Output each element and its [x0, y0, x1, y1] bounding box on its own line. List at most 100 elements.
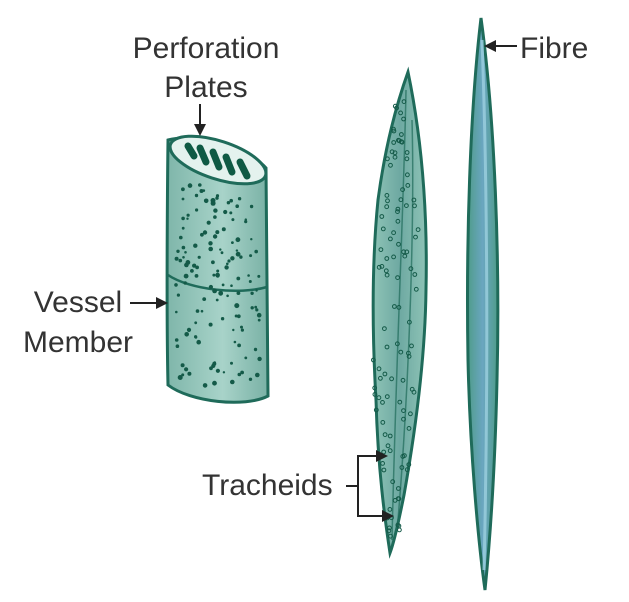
tracheid-pit — [409, 343, 414, 349]
vessel-pit-dot — [211, 260, 215, 265]
vessel-pit-dot — [231, 218, 235, 222]
tracheid-pit — [406, 426, 412, 431]
vessel-pit-dot — [196, 339, 201, 345]
vessel-member-cell — [165, 136, 270, 404]
tracheid-pit — [408, 411, 413, 417]
vessel-pit-dot — [235, 249, 239, 252]
tracheid-pit — [391, 126, 396, 132]
tracheid-pit — [384, 256, 390, 261]
vessel-pit-dot — [195, 309, 200, 313]
tracheid-pit — [387, 433, 393, 439]
tracheid-pit — [387, 525, 392, 531]
tracheid-pit — [380, 400, 385, 405]
vessel-pit-dot — [229, 198, 233, 203]
vessel-pit-dot — [185, 260, 191, 265]
vessel-pit-dot — [208, 284, 213, 290]
perforation-plate — [168, 134, 268, 186]
vessel-pit-dot — [199, 189, 204, 193]
tracheid-pit — [402, 453, 407, 459]
tracheid-pit — [407, 319, 412, 325]
vessel-pit-dot — [257, 274, 261, 278]
vessel-pit-dot — [216, 269, 220, 273]
vessel-pit-dot — [200, 309, 204, 313]
vessel-pit-dot — [194, 193, 199, 198]
vessel-pit-dot — [240, 370, 245, 375]
vessel-pit-dot — [234, 314, 238, 318]
vessel-pit-dot — [232, 328, 235, 332]
vessel-pit-dot — [187, 371, 192, 376]
vessel-pit-dot — [237, 343, 242, 348]
vessel-pit-dot — [235, 251, 241, 257]
tracheid-pit — [376, 366, 382, 372]
tracheid-pit — [391, 140, 397, 145]
label-fibre: Fibre — [520, 32, 588, 65]
tracheid-pit — [387, 507, 393, 512]
vessel-pit-dot — [229, 211, 233, 215]
tracheid-pit — [383, 268, 389, 274]
tracheid-pit — [396, 305, 402, 310]
vessel-pit-dot — [222, 371, 226, 374]
tracheid-pit — [384, 193, 390, 198]
tracheid-pit — [382, 326, 387, 332]
label-vessel-member-line1: Vessel — [34, 286, 122, 319]
vessel-pit-dot — [239, 255, 243, 259]
tracheid-pit — [395, 341, 400, 347]
vessel-pit-dot — [212, 273, 216, 277]
tracheid-pit — [384, 344, 390, 350]
vessel-pit-dot — [249, 204, 254, 209]
vessel-pit-dot — [235, 204, 239, 208]
tracheid-pit — [382, 371, 388, 377]
vessel-pit-dot — [193, 263, 196, 267]
vessel-pit-dot — [208, 246, 213, 252]
tracheid-pit — [381, 467, 387, 473]
vessel-pit-dot — [187, 183, 193, 188]
vessel-pit-dot — [236, 291, 241, 295]
vessel-pit-dot — [223, 209, 228, 215]
tracheid-pit — [398, 349, 404, 355]
vessel-pit-dot — [195, 265, 200, 270]
vessel-pit-dot — [175, 344, 180, 349]
vessel-pit-dot — [184, 332, 189, 337]
tracheid-pit — [398, 197, 404, 203]
vessel-pit-dot — [176, 293, 180, 297]
tracheid-pit — [378, 247, 384, 253]
vessel-pit-dot — [177, 375, 183, 380]
tracheid-pit — [388, 236, 393, 242]
tracheid-pit — [401, 116, 407, 122]
perforation-bar — [196, 144, 210, 166]
arrow-vessel-member — [130, 297, 168, 309]
tracheid-pit — [401, 99, 407, 104]
vessel-pit-dot — [206, 220, 211, 225]
vessel-pit-dot — [182, 255, 185, 259]
tracheid-pit — [376, 264, 382, 270]
tracheid-pit — [379, 214, 385, 219]
vessel-pit-dot — [174, 338, 179, 342]
tracheid-pit — [399, 465, 405, 470]
vessel-pit-dot — [231, 241, 234, 245]
vessel-pit-dot — [220, 251, 224, 255]
tracheid-pit — [413, 286, 419, 292]
tracheid-pit — [395, 275, 401, 281]
vessel-pit-dot — [208, 241, 213, 246]
tracheid-pit — [385, 198, 390, 204]
vessel-pit-dot — [183, 281, 187, 285]
tracheid-pit — [373, 407, 379, 413]
vessel-pit-dot — [218, 290, 224, 296]
tracheid-pit — [399, 132, 404, 137]
tracheid-pit — [385, 443, 391, 449]
tracheid-pit — [385, 156, 390, 162]
vessel-pit-dot — [212, 234, 218, 239]
vessel-pit-dot — [210, 198, 216, 203]
arrow-perforation — [194, 104, 206, 136]
vessel-pit-dot — [244, 356, 248, 360]
vessel-pit-dot — [186, 213, 190, 217]
vessel-pit-dot — [215, 230, 220, 235]
vessel-pit-dot — [174, 283, 178, 287]
tracheid-pit — [404, 156, 410, 162]
tracheid-pit — [386, 528, 392, 534]
vessel-pit-dot — [255, 308, 259, 312]
tracheid-pit — [405, 172, 410, 178]
tracheid-pit — [409, 386, 415, 392]
vessel-pit-dot — [194, 274, 199, 278]
vessel-pit-dot — [215, 196, 219, 200]
